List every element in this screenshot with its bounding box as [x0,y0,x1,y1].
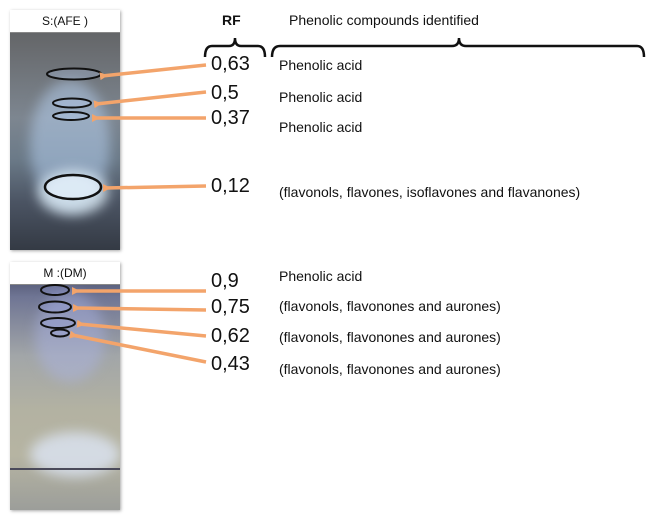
compound-label: (flavonols, flavonones and aurones) [279,298,501,314]
compound-label: Phenolic acid [279,89,363,105]
rf-value: 0,37 [211,107,250,129]
tlc-spot [40,284,70,296]
compounds-bracket [270,37,646,58]
tlc-spot [43,173,103,201]
arrow [102,184,207,193]
tlc-spot [46,67,102,81]
compounds-header: Phenolic compounds identified [289,12,479,28]
tlc-spot [50,328,70,338]
sample-label-dm: M :(DM) [10,262,120,285]
sample-label-afe: S:(AFE ) [10,10,120,33]
compound-label: (flavonols, flavones, isoflavones and fl… [279,184,581,200]
compound-label: Phenolic acid [279,57,363,73]
arrow [93,90,207,109]
compound-label: (flavonols, flavonones and aurones) [279,329,501,345]
rf-value: 0,63 [211,53,250,75]
solvent-front-line [10,468,120,470]
compound-label: Phenolic acid [279,119,363,135]
rf-value: 0,62 [211,325,250,347]
rf-value: 0,12 [211,175,250,197]
rf-header: RF [222,12,241,28]
arrow [72,303,207,312]
tlc-spot [40,317,76,329]
tlc-spot [38,300,72,314]
arrow [69,330,207,364]
rf-value: 0,75 [211,296,250,318]
tlc-spot [52,97,92,109]
compound-label: (flavonols, flavonones and aurones) [279,361,501,377]
rf-value: 0,9 [211,270,239,292]
arrow [76,319,207,338]
rf-value: 0,43 [211,353,250,375]
rf-value: 0,5 [211,82,239,104]
rf-bracket [203,37,267,58]
arrow [99,63,207,81]
compound-label: Phenolic acid [279,268,363,284]
tlc-spot [52,111,90,121]
